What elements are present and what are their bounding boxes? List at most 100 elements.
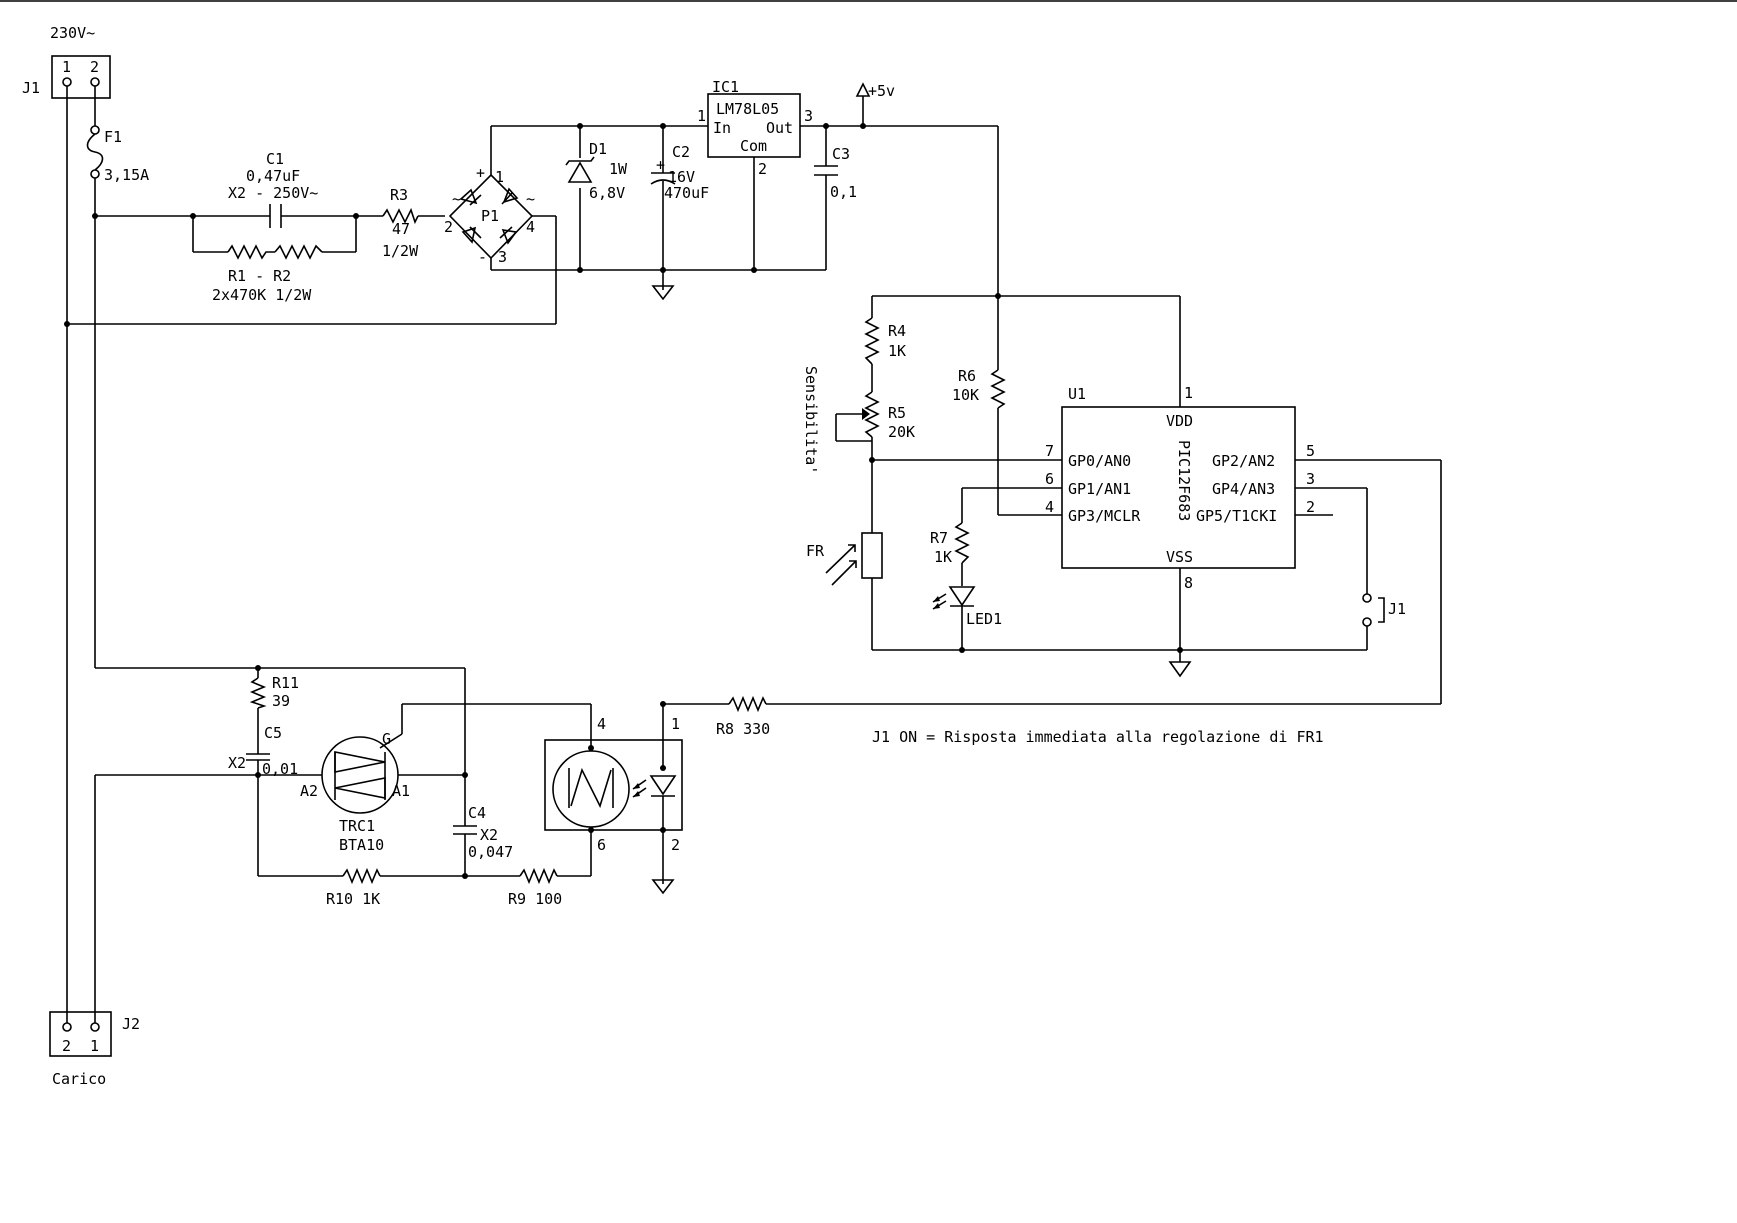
junction-dots [64, 123, 1183, 879]
bridge-pin4-label: 4 [526, 218, 535, 236]
c1-ref-label: C1 [266, 150, 284, 168]
fuse-ref-label: F1 [104, 128, 122, 146]
r5-value-label: 20K [888, 423, 915, 441]
ic1-out-label: Out [766, 119, 793, 137]
resistor-r7: R7 1K [930, 522, 970, 566]
c2-ref-label: C2 [672, 143, 690, 161]
resistor-r8: R8 330 [716, 695, 770, 738]
zener-diode-d1: D1 1W 6,8V [565, 140, 628, 202]
load-pin2-label: 2 [62, 1037, 71, 1055]
bridge-ac2-label: ~ [526, 190, 535, 208]
load-label: Carico [52, 1070, 106, 1088]
triac-a1-label: A1 [392, 782, 410, 800]
ic1-pin2-label: 2 [758, 160, 767, 178]
ic1-pin1-label: 1 [697, 107, 706, 125]
r7-value-label: 1K [934, 548, 952, 566]
regulator-ic1: IC1 LM78L05 In Out Com 1 2 3 [697, 78, 813, 178]
fuse-value-label: 3,15A [104, 166, 149, 184]
jumper-ref-label: J1 [1388, 600, 1406, 618]
ic1-pin3-label: 3 [804, 107, 813, 125]
r1r2-value-label: 2x470K 1/2W [212, 286, 312, 304]
r5-ref-label: R5 [888, 404, 906, 422]
vcc-label: +5v [868, 82, 895, 100]
wires [66, 86, 1442, 1023]
c5-ref-label: C5 [264, 724, 282, 742]
resistors-r1-r2: R1 - R2 2x470K 1/2W [212, 244, 323, 304]
r3-power-label: 1/2W [382, 242, 419, 260]
optocoupler: 4 6 1 2 [544, 715, 683, 854]
resistor-r4: R4 1K [864, 317, 906, 365]
resistor-r6: R6 10K [952, 367, 1006, 409]
led1-ref-label: LED1 [966, 610, 1002, 628]
mains-supply-label: 230V~ [50, 24, 95, 42]
c4-rating-label: X2 [480, 826, 498, 844]
triac-ref-label: TRC1 [339, 817, 375, 835]
ic1-com-label: Com [740, 137, 767, 155]
bridge-minus-label: - [478, 248, 487, 266]
r11-value-label: 39 [272, 692, 290, 710]
capacitor-c3: C3 0,1 [814, 145, 857, 201]
triac-part-label: BTA10 [339, 836, 384, 854]
ground-icon [1168, 661, 1192, 678]
opto-pin6-label: 6 [597, 836, 606, 854]
u1-vdd-label: VDD [1166, 412, 1193, 430]
ground-symbols [651, 285, 1192, 895]
u1-ref-label: U1 [1068, 385, 1086, 403]
c3-ref-label: C3 [832, 145, 850, 163]
supply-5v: +5v [855, 82, 895, 100]
r6-ref-label: R6 [958, 367, 976, 385]
u1-pin7-label: 7 [1045, 442, 1054, 460]
opto-pin4-label: 4 [597, 715, 606, 733]
d1-power-label: 1W [609, 160, 628, 178]
u1-pin2-label: 2 [1306, 498, 1315, 516]
potentiometer-r5[interactable]: R5 20K Sensibilita' [802, 366, 915, 474]
resistor-r10: R10 1K [326, 867, 381, 908]
u1-pin8-label: 8 [1184, 574, 1193, 592]
resistor-r11: R11 39 [249, 674, 299, 710]
resistor-r3: R3 47 1/2W [382, 186, 419, 260]
bridge-ac1-label: ~ [452, 190, 461, 208]
load-pin1-label: 1 [90, 1037, 99, 1055]
c2-value-label: 470uF [664, 184, 709, 202]
load-connector-j2: 2 1 J2 Carico [49, 1011, 140, 1088]
u1-gp1-label: GP1/AN1 [1068, 480, 1131, 498]
r10-label: R10 1K [326, 890, 380, 908]
u1-gp4-label: GP4/AN3 [1212, 480, 1275, 498]
u1-part-label: PIC12F683 [1175, 440, 1193, 521]
r4-ref-label: R4 [888, 322, 906, 340]
u1-gp0-label: GP0/AN0 [1068, 452, 1131, 470]
u1-pin6-label: 6 [1045, 470, 1054, 488]
ground-icon [651, 879, 675, 895]
resistor-r9: R9 100 [508, 867, 562, 908]
capacitor-c2: C2 + 16V 470uF [650, 143, 709, 202]
capacitor-c5: C5 X2 0,01 [228, 724, 298, 778]
mains-connector-j1: 230V~ 1 2 J1 [22, 24, 111, 99]
u1-gp5-label: GP5/T1CKI [1196, 507, 1277, 525]
r1r2-ref-label: R1 - R2 [228, 267, 291, 285]
r4-value-label: 1K [888, 342, 906, 360]
c1-value-label: 0,47uF [246, 167, 300, 185]
d1-ref-label: D1 [589, 140, 607, 158]
capacitor-c4: C4 X2 0,047 [453, 804, 513, 861]
u1-gp3-label: GP3/MCLR [1068, 507, 1141, 525]
fuse-f1: F1 3,15A [86, 125, 149, 184]
r5-note-label: Sensibilita' [802, 366, 820, 474]
r6-value-label: 10K [952, 386, 979, 404]
opto-pin1-label: 1 [671, 715, 680, 733]
ic1-in-label: In [713, 119, 731, 137]
r8-label: R8 330 [716, 720, 770, 738]
d1-value-label: 6,8V [589, 184, 625, 202]
bridge-pin3-label: 3 [498, 248, 507, 266]
c3-value-label: 0,1 [830, 183, 857, 201]
bridge-plus-label: + [476, 164, 485, 182]
r3-ref-label: R3 [390, 186, 408, 204]
microcontroller-u1: U1 VDD VSS GP0/AN0 GP1/AN1 GP3/MCLR GP2/… [1045, 384, 1315, 592]
c1-rating-label: X2 - 250V~ [228, 184, 318, 202]
bridge-ref-label: P1 [481, 207, 499, 225]
bridge-pin1-label: 1 [495, 168, 504, 186]
r9-label: R9 100 [508, 890, 562, 908]
u1-pin5-label: 5 [1306, 442, 1315, 460]
load-ref-label: J2 [122, 1015, 140, 1033]
jumper-j1[interactable]: J1 [1362, 593, 1406, 627]
